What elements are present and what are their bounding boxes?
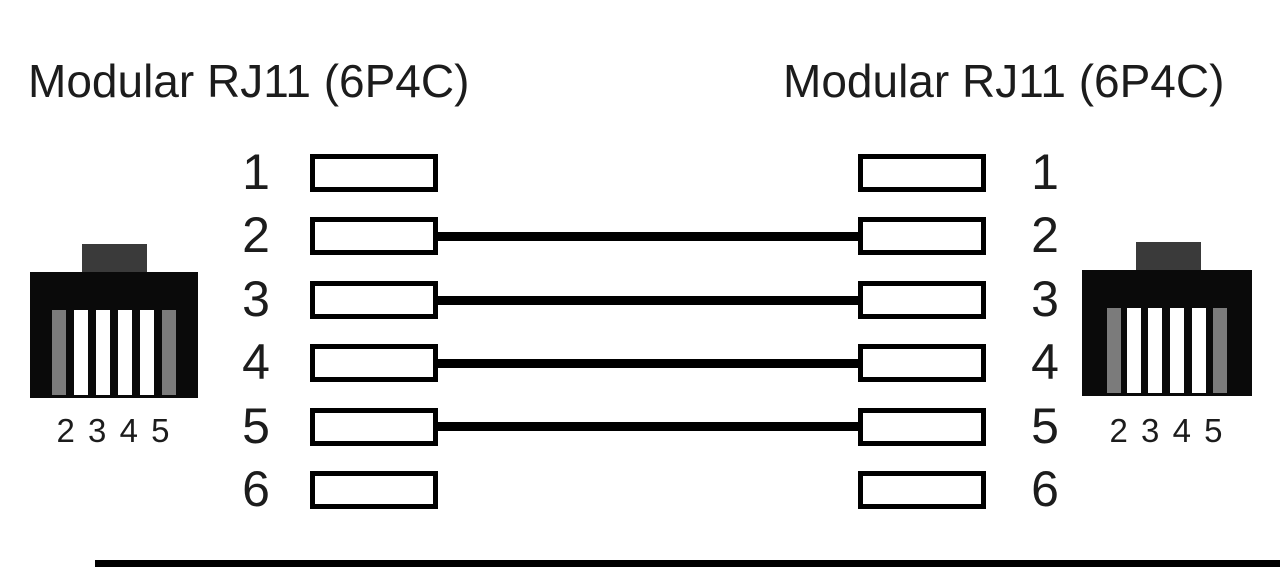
left-pin-box-6 [310, 471, 438, 509]
left-pin-box-5 [310, 408, 438, 446]
connector-slot-inner [74, 310, 88, 395]
right-pin-number-5: 5 [1031, 398, 1059, 454]
wire-pin5-to-pin5 [434, 422, 862, 431]
left-pin-number-2: 2 [242, 207, 270, 263]
connector-slot-inner [1148, 308, 1162, 393]
connector-slot-outer [52, 310, 66, 395]
right-pin-box-3 [858, 281, 986, 319]
left-pin-box-3 [310, 281, 438, 319]
right-pin-box-1 [858, 154, 986, 192]
right-pin-number-1: 1 [1031, 144, 1059, 200]
connector-tab [82, 244, 147, 274]
connector-slot-outer [1107, 308, 1121, 393]
connector-body [1082, 270, 1252, 396]
connector-slot-inner [118, 310, 132, 395]
connector-slot-inner [1192, 308, 1206, 393]
right-contact-numbers-label: 2 3 4 5 [1109, 412, 1225, 449]
right-pin-box-4 [858, 344, 986, 382]
connector-slot-inner [96, 310, 110, 395]
connector-body [30, 272, 198, 398]
left-pin-box-2 [310, 217, 438, 255]
connector-slot-outer [162, 310, 176, 395]
left-pin-number-5: 5 [242, 398, 270, 454]
wire-pin2-to-pin2 [434, 232, 862, 241]
right-connector-title: Modular RJ11 (6P4C) [783, 55, 1225, 107]
left-pin-box-4 [310, 344, 438, 382]
connector-slot-inner [1170, 308, 1184, 393]
left-pin-number-6: 6 [242, 461, 270, 517]
right-pin-number-6: 6 [1031, 461, 1059, 517]
wire-pin4-to-pin4 [434, 359, 862, 368]
left-connector-title: Modular RJ11 (6P4C) [28, 55, 470, 107]
left-pin-box-1 [310, 154, 438, 192]
right-pin-number-3: 3 [1031, 271, 1059, 327]
connector-tab [1136, 242, 1201, 272]
left-pin-number-1: 1 [242, 144, 270, 200]
right-pin-number-4: 4 [1031, 334, 1059, 390]
right-pin-box-5 [858, 408, 986, 446]
right-pin-number-2: 2 [1031, 207, 1059, 263]
bottom-edge-bar [95, 560, 1280, 567]
connector-slot-inner [1127, 308, 1141, 393]
wire-pin3-to-pin3 [434, 296, 862, 305]
left-pin-number-3: 3 [242, 271, 270, 327]
connector-slot-outer [1213, 308, 1227, 393]
left-pin-number-4: 4 [242, 334, 270, 390]
right-pin-box-6 [858, 471, 986, 509]
left-contact-numbers-label: 2 3 4 5 [56, 412, 172, 449]
connector-slot-inner [140, 310, 154, 395]
right-pin-box-2 [858, 217, 986, 255]
